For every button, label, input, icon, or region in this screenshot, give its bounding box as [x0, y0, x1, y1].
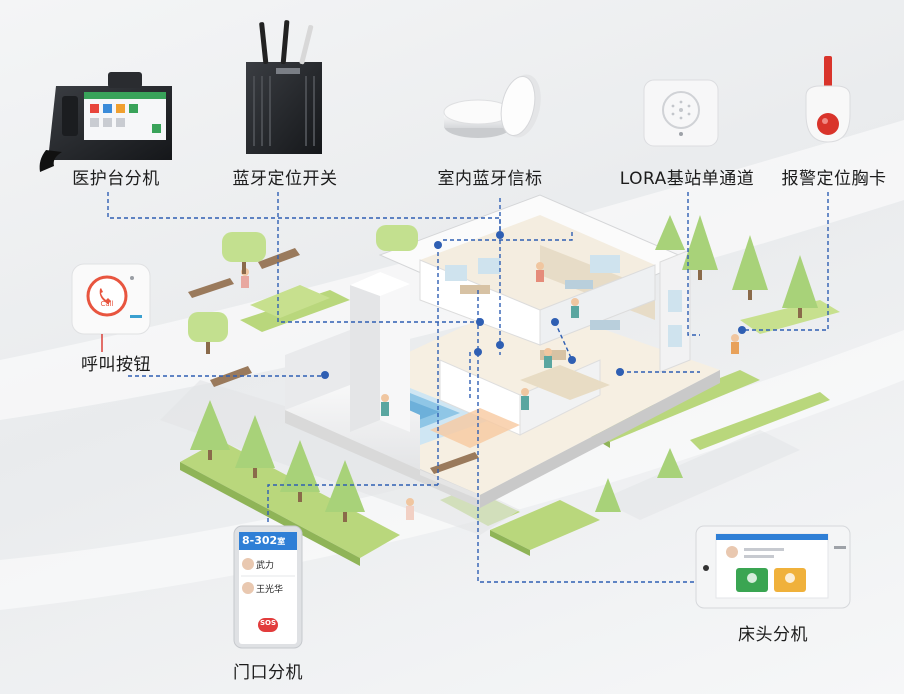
label-lora-station: LORA基站单通道 — [619, 169, 755, 189]
beacon-icon — [443, 74, 541, 138]
call-button-icon — [71, 263, 151, 352]
door-terminal-screen: 8-302室 武力 王光华 SOS — [239, 532, 297, 644]
building — [241, 194, 739, 520]
label-nurse-station: 医护台分机 — [72, 169, 160, 189]
room-number: 8-302室 — [242, 534, 286, 547]
bedside-terminal-icon — [695, 525, 851, 609]
label-bt-switch: 蓝牙定位开关 — [232, 169, 338, 189]
label-indoor-beacon: 室内蓝牙信标 — [437, 169, 543, 189]
resident-name-1: 武力 — [256, 561, 275, 571]
benches — [188, 248, 479, 474]
desk-phone-icon — [39, 72, 172, 172]
call-button-text: Call — [100, 300, 114, 308]
label-bedside-unit: 床头分机 — [738, 625, 808, 645]
sos-button[interactable]: SOS — [259, 619, 277, 627]
connector-dots — [321, 231, 746, 379]
badge-icon — [805, 56, 851, 143]
lora-base-icon — [643, 79, 719, 147]
label-alarm-badge: 报警定位胸卡 — [781, 169, 887, 189]
door-terminal-frame — [233, 525, 303, 649]
label-call-button: 呼叫按钮 — [81, 355, 151, 375]
ground — [160, 285, 840, 566]
resident-name-2: 王光华 — [256, 585, 284, 595]
trees — [188, 215, 818, 522]
gateway-icon — [246, 20, 322, 154]
label-door-unit: 门口分机 — [233, 663, 303, 683]
